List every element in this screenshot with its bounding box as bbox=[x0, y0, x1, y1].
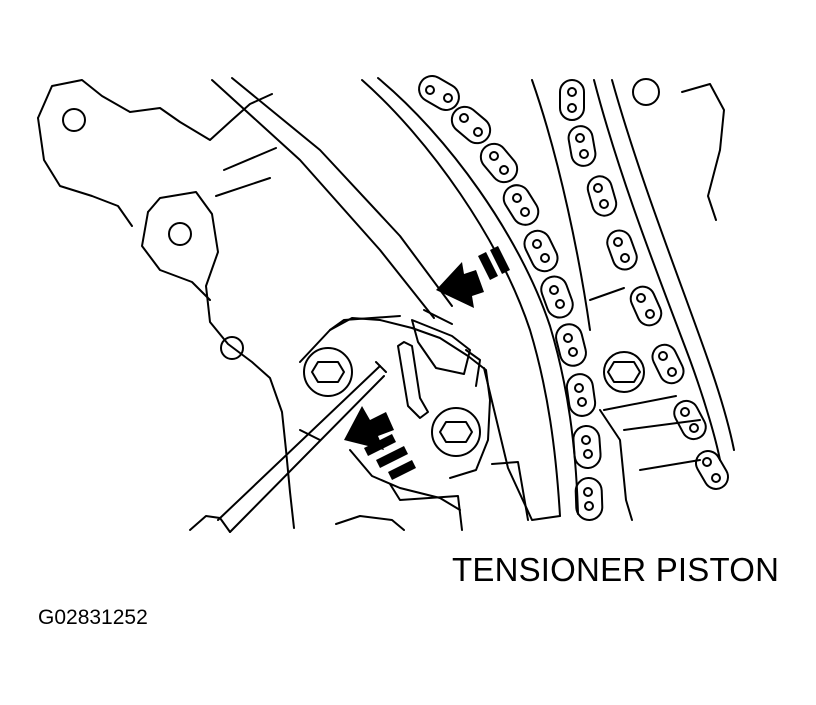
engine-block-outline bbox=[37, 79, 295, 529]
tensioner-bolt bbox=[303, 347, 353, 397]
tensioner-bolt bbox=[431, 407, 481, 457]
lower-block-outline bbox=[335, 409, 633, 531]
tensioner-body bbox=[299, 309, 491, 531]
timing-chain-left-run bbox=[418, 75, 604, 521]
mounting-hole bbox=[168, 222, 192, 246]
mounting-hole bbox=[220, 336, 244, 360]
screwdriver-tool bbox=[189, 361, 387, 533]
bolt bbox=[603, 351, 645, 393]
tensioner-piston bbox=[411, 319, 471, 375]
figure-id: G02831252 bbox=[38, 606, 148, 629]
direction-arrow-lower bbox=[344, 406, 416, 480]
direction-arrow-upper bbox=[436, 246, 510, 308]
timing-chain-right-run bbox=[559, 79, 729, 490]
right-chain-guide bbox=[531, 78, 735, 471]
part-label: TENSIONER PISTON bbox=[452, 551, 780, 588]
mounting-hole bbox=[62, 108, 86, 132]
